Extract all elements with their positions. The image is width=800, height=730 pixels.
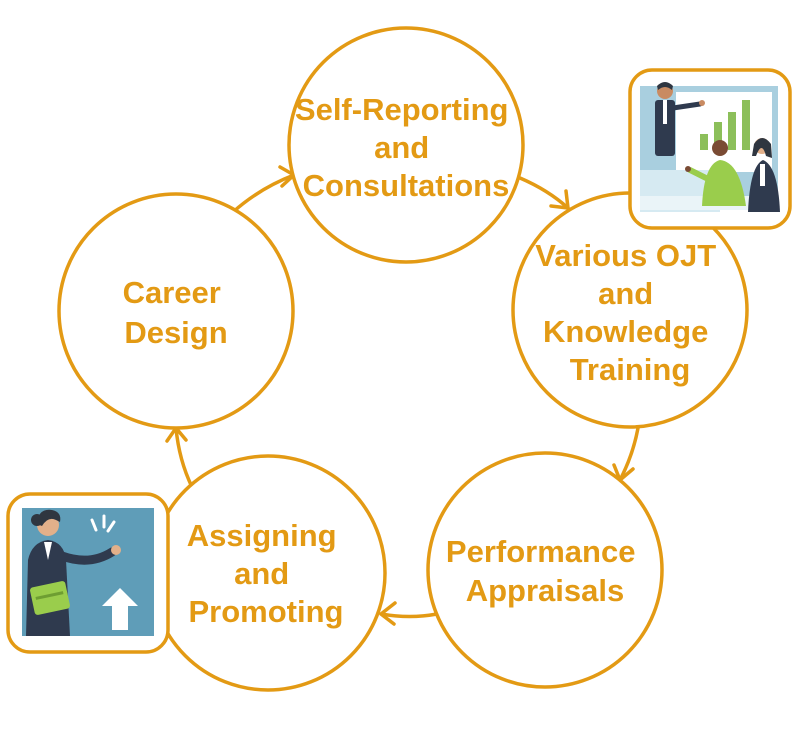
arrow-career-to-self-reporting: [231, 173, 296, 214]
promotion-presenter-illustration: [6, 492, 170, 654]
arrowhead: [549, 189, 570, 210]
node-circle-self-reporting: [287, 26, 525, 264]
node-circle-career: [57, 192, 295, 430]
arrow-performance-to-assigning: [379, 612, 439, 619]
node-label-various-ojt: Various OJT and Knowledge Training: [535, 238, 725, 387]
arrowhead: [379, 601, 397, 626]
arrow-self-reporting-to-ojt: [518, 176, 570, 210]
cycle-circles: [57, 26, 749, 692]
node-label-career: Career Design: [123, 275, 230, 350]
node-circle-performance: [426, 451, 664, 689]
node-labels: Self-Reporting and Consultations Various…: [123, 92, 725, 629]
arrow-assigning-to-career: [174, 426, 194, 489]
arrow-ojt-to-performance: [618, 426, 640, 482]
node-label-assigning: Assigning and Promoting: [187, 518, 345, 629]
node-label-self-reporting: Self-Reporting and Consultations: [295, 92, 517, 203]
node-label-performance: Performance Appraisals: [446, 534, 644, 608]
business-meeting-illustration: [628, 68, 792, 230]
